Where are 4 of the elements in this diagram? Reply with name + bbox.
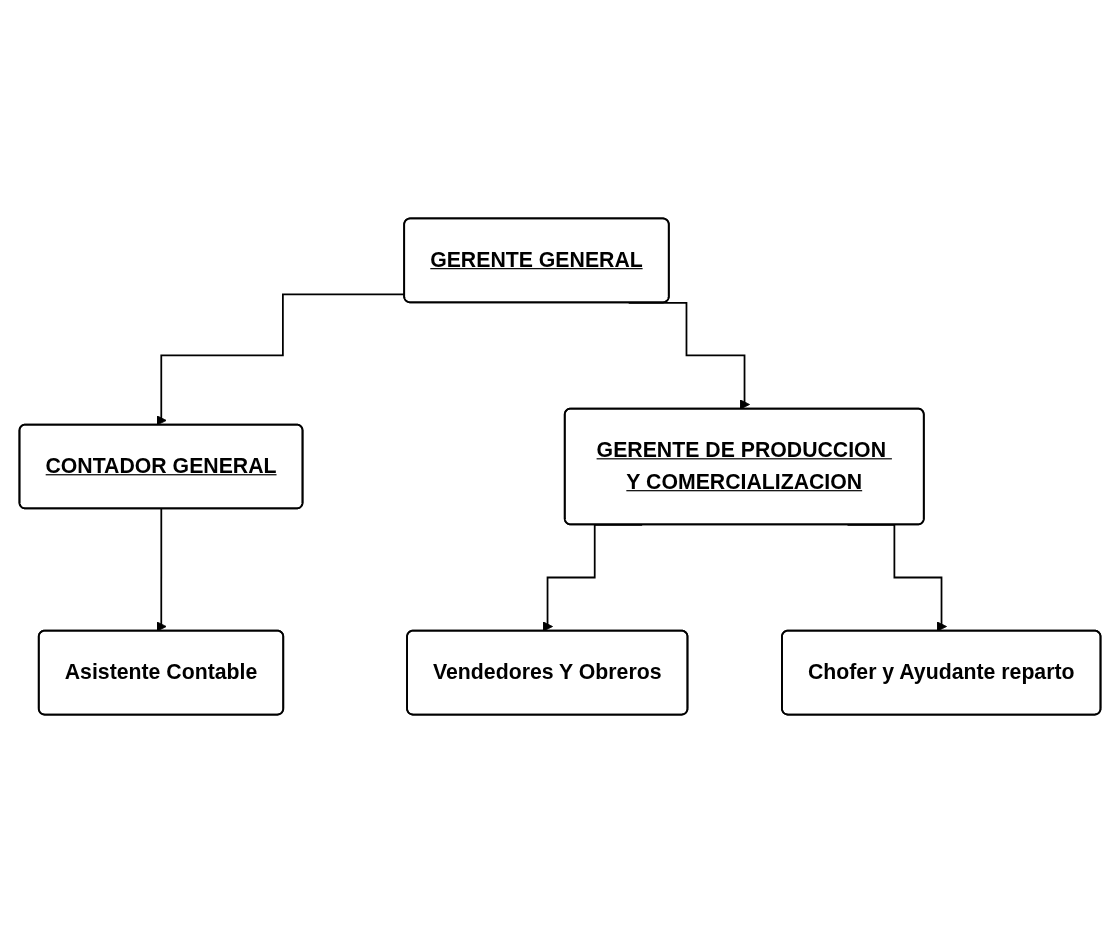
arrow: [542, 523, 644, 632]
arrow: [846, 523, 947, 632]
arrow: [156, 507, 167, 632]
arrow: [627, 301, 750, 410]
